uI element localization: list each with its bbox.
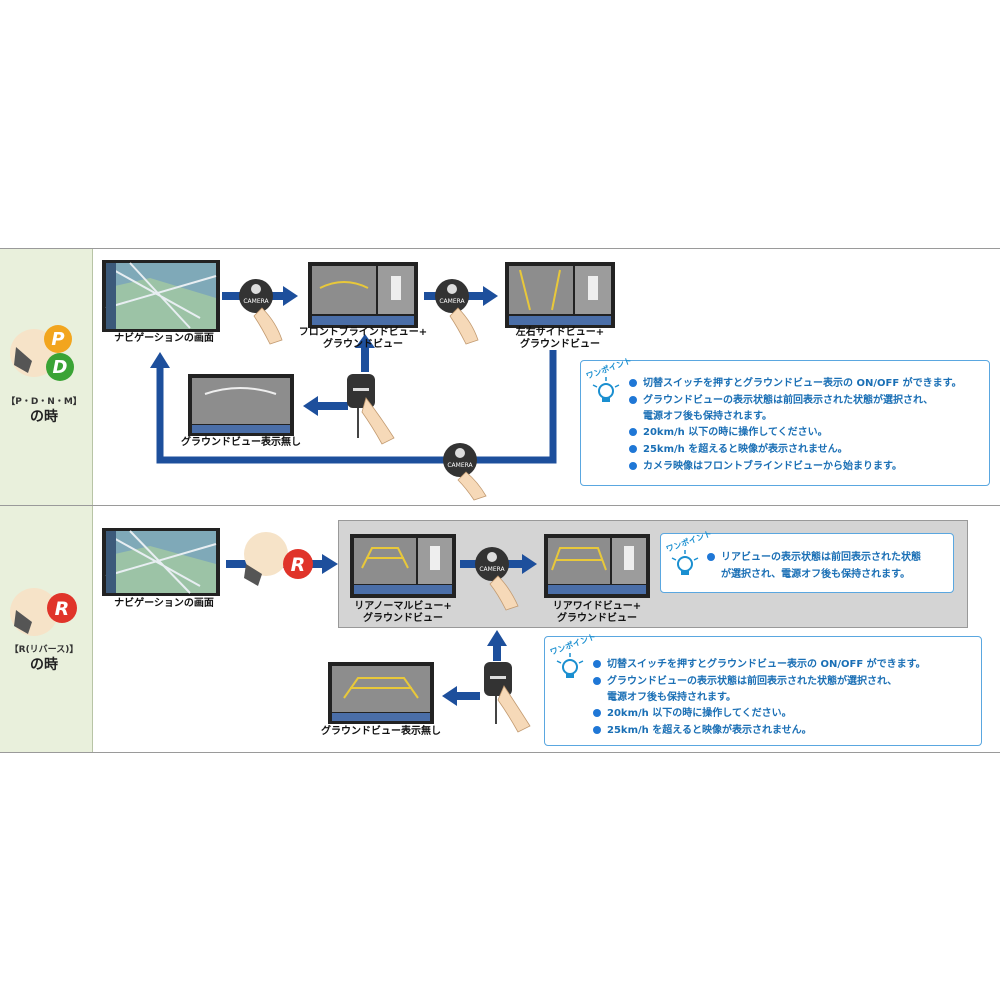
tip-box-rear-view: ワンポイント リアビューの表示状態は前回表示された状態 が選択され、電源オフ後も… <box>660 529 954 593</box>
caption-front-blind-2: グラウンドビュー <box>323 339 403 350</box>
tip-line: 切替スイッチを押すとグラウンドビュー表示の ON/OFF ができます。 <box>593 655 926 670</box>
caption-rear-normal-2: グラウンドビュー <box>363 613 443 624</box>
gear-label: 【R(リバース)】 <box>9 645 79 655</box>
gear-hand-icon: P D <box>10 325 74 381</box>
svg-text:CAMERA: CAMERA <box>479 566 505 573</box>
caption-rear-wide-1: リアワイドビュー+ <box>552 601 642 612</box>
lightbulb-icon <box>592 377 620 402</box>
row-r: R 【R(リバース)】 の時 <box>0 506 1000 753</box>
gear-sub: の時 <box>30 409 58 425</box>
tip-line: が選択され、電源オフ後も保持されます。 <box>721 569 911 580</box>
camera-button-icon[interactable]: CAMERA <box>239 279 283 345</box>
tip-line: 25km/h を超えると映像が表示されません。 <box>593 721 812 736</box>
camera-button-icon[interactable]: CAMERA <box>475 547 519 611</box>
gear-r-icon <box>47 593 77 623</box>
lightbulb-icon <box>671 550 699 575</box>
caption-rear-normal-1: リアノーマルビュー+ <box>354 601 452 612</box>
tip-line: 電源オフ後も保持されます。 <box>607 692 736 703</box>
gear-label: 【P・D・N・M】 <box>6 397 82 407</box>
camera-button-icon[interactable]: CAMERA <box>443 443 487 501</box>
caption-side-2: グラウンドビュー <box>520 339 600 350</box>
no-ground-screen <box>188 374 294 436</box>
tip-line: グラウンドビューの表示状態は前回表示された状態が選択され、 <box>593 672 897 687</box>
caption-front-blind-1: フロントブラインドビュー+ <box>298 327 428 338</box>
caption-rear-wide-2: グラウンドビュー <box>557 613 637 624</box>
row-r-side: R 【R(リバース)】 の時 <box>0 506 93 752</box>
gear-hand-icon: R <box>10 588 77 636</box>
caption-no-ground: グラウンドビュー表示無し <box>321 726 441 737</box>
gear-p-icon <box>44 325 72 353</box>
gear-d-icon <box>46 353 74 381</box>
no-ground-screen <box>328 662 434 724</box>
nav-screen <box>102 528 220 596</box>
gear-p-letter: P <box>51 329 64 350</box>
lightbulb-icon <box>556 653 584 678</box>
tip-line: 20km/h 以下の時に操作してください。 <box>629 423 828 438</box>
row-pdnm: P D 【P・D・N・M】 の時 <box>0 248 1000 506</box>
tip-box-r: ワンポイント 切替スイッチを押すとグラウンドビュー表示の ON/OFF ができま… <box>544 632 982 746</box>
gear-d-letter: D <box>53 357 68 378</box>
row-pdnm-side: P D 【P・D・N・M】 の時 <box>0 249 93 505</box>
svg-text:CAMERA: CAMERA <box>243 298 269 305</box>
front-blind-screen <box>308 262 418 328</box>
caption-nav: ナビゲーションの画面 <box>114 333 214 344</box>
caption-nav: ナビゲーションの画面 <box>114 598 214 609</box>
gear-sub: の時 <box>30 657 58 673</box>
tip-line: 切替スイッチを押すとグラウンドビュー表示の ON/OFF ができます。 <box>629 374 962 389</box>
rear-wide-screen <box>544 534 650 598</box>
return-arrow <box>156 350 557 464</box>
reverse-shift-icon: R <box>244 532 313 586</box>
tip-line: 電源オフ後も保持されます。 <box>643 411 772 422</box>
tip-line: リアビューの表示状態は前回表示された状態 <box>707 548 921 563</box>
ground-switch-icon[interactable] <box>484 662 531 733</box>
side-view-screen <box>505 262 615 328</box>
nav-screen <box>102 260 220 332</box>
gear-r-letter: R <box>55 598 70 620</box>
ground-switch-icon[interactable] <box>347 374 395 445</box>
tip-box-pdnm: ワンポイント 切替スイッチを押すとグラウンドビュー表示の ON/OFF ができま… <box>580 356 990 486</box>
caption-no-ground: グラウンドビュー表示無し <box>181 437 301 448</box>
diagram-pdnm: CAMERA CAMERA CAMERA <box>102 260 615 501</box>
diagram-r: R CAMERA <box>102 528 650 733</box>
svg-text:CAMERA: CAMERA <box>447 462 473 469</box>
tip-line: 25km/h を超えると映像が表示されません。 <box>629 440 848 455</box>
svg-text:CAMERA: CAMERA <box>439 298 465 305</box>
rear-normal-screen <box>350 534 456 598</box>
tip-line: 20km/h 以下の時に操作してください。 <box>593 704 792 719</box>
tip-line: カメラ映像はフロントブラインドビューから始まります。 <box>629 457 902 472</box>
caption-side-1: 左右サイドビュー+ <box>515 327 605 338</box>
tip-line: グラウンドビューの表示状態は前回表示された状態が選択され、 <box>629 391 933 406</box>
camera-button-icon[interactable]: CAMERA <box>435 279 479 345</box>
svg-text:R: R <box>291 554 306 576</box>
